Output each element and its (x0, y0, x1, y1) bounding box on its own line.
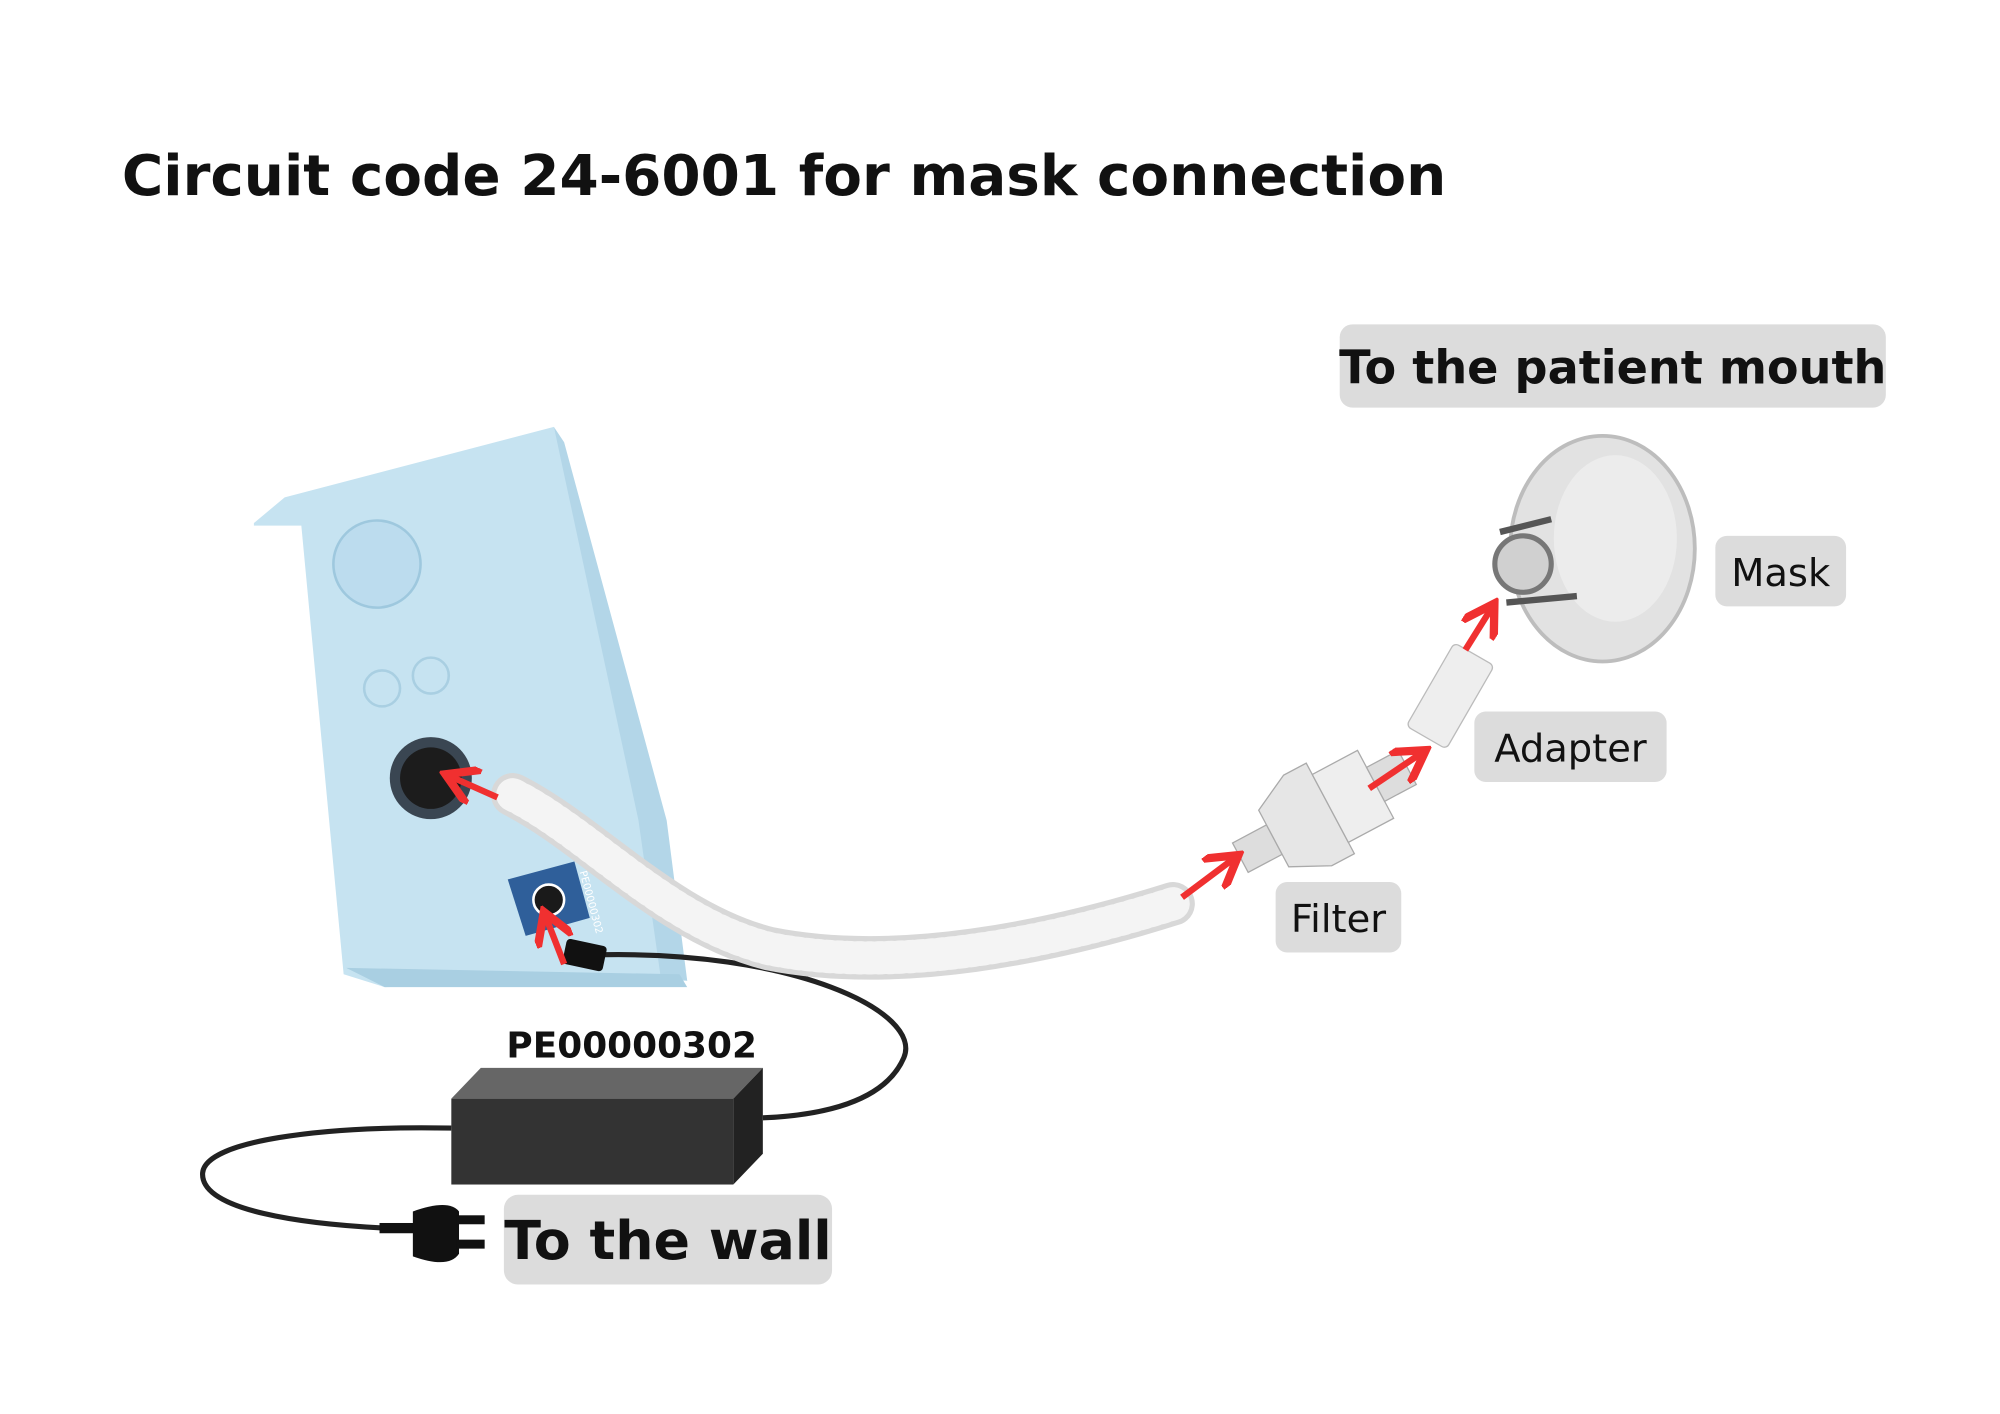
label-adapter: Adapter (1474, 711, 1667, 782)
label-wall: To the wall (503, 1194, 833, 1285)
filter (1231, 749, 1418, 874)
power-supply (451, 1067, 763, 1185)
svg-text:To the wall: To the wall (504, 1209, 832, 1272)
dc-plug (562, 938, 607, 972)
svg-text:Adapter: Adapter (1494, 726, 1647, 771)
page-title: Circuit code 24-6001 for mask connection (122, 144, 1446, 209)
mask (1492, 433, 1697, 664)
ac-cable (200, 1125, 452, 1231)
label-patient-mouth: To the patient mouth (1339, 324, 1886, 408)
connection-arrows (451, 609, 1491, 966)
wall-plug-icon (379, 1205, 485, 1263)
ventilator-device: PE00000302 (253, 426, 688, 988)
label-filter: Filter (1275, 881, 1402, 953)
adapter (1407, 643, 1494, 748)
power-supply-code: PE00000302 (506, 1026, 757, 1067)
svg-text:Mask: Mask (1731, 551, 1831, 596)
dc-cable (589, 952, 909, 1121)
svg-text:To the patient mouth: To the patient mouth (1339, 340, 1886, 394)
label-mask: Mask (1715, 535, 1847, 607)
svg-text:Filter: Filter (1291, 897, 1386, 942)
